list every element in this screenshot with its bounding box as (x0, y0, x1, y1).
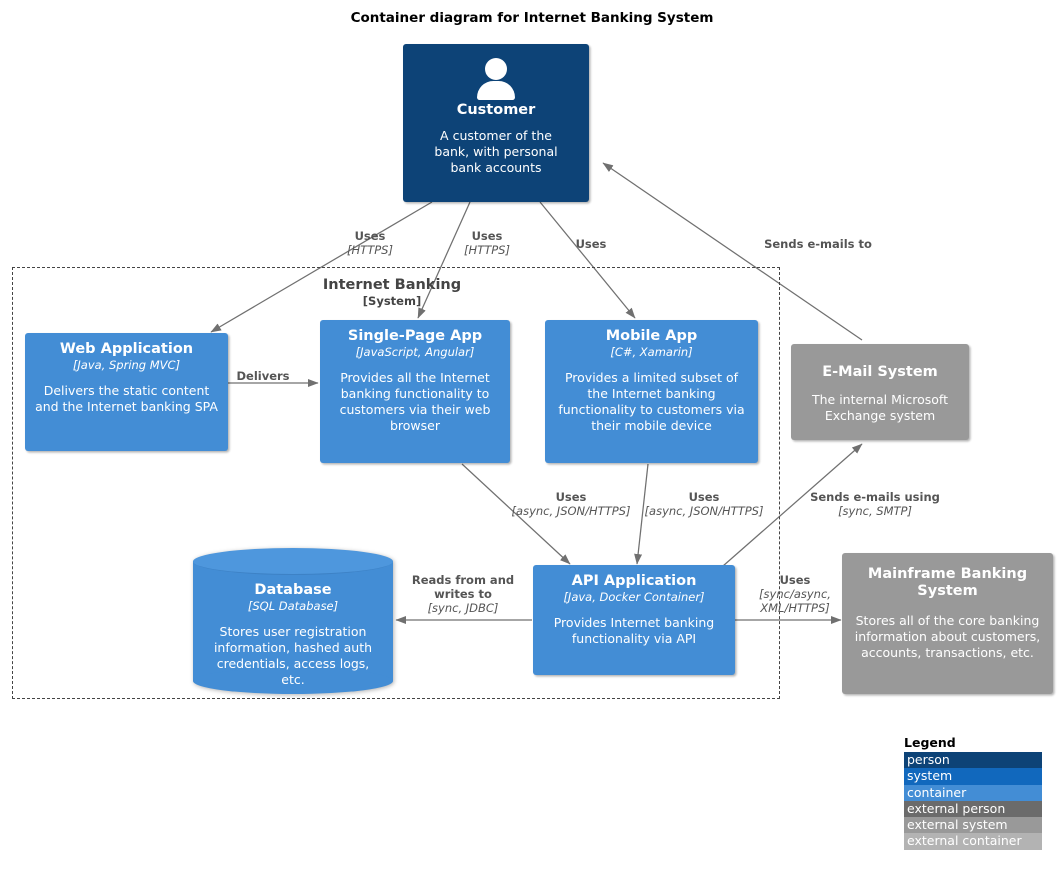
node-database[interactable]: Database [SQL Database] Stores user regi… (193, 548, 393, 694)
node-title: API Application (571, 573, 697, 589)
node-technology: [C#, Xamarin] (610, 344, 693, 359)
database-cylinder-top (193, 548, 393, 575)
node-description: Stores all of the core banking informati… (854, 613, 1041, 661)
edge-label-text: Uses (779, 573, 811, 587)
edge-label-technology: [async, JSON/HTTPS] (644, 503, 764, 518)
node-description: Stores user registration information, ha… (213, 624, 373, 688)
legend-row-container: container (904, 784, 1042, 801)
edge-label-api-application-to-email-system: Sends e-mails using [sync, SMTP] (805, 490, 945, 519)
edge-label-technology: [HTTPS] (464, 242, 510, 257)
boundary-label: Internet Banking [System] (292, 277, 492, 308)
node-description: Provides Internet banking functionality … (553, 615, 715, 647)
edge-label-customer-to-mobile-app: Uses (526, 237, 656, 252)
edge-label-email-system-to-customer: Sends e-mails to (753, 237, 883, 252)
legend-row-external-container: external container (904, 833, 1042, 850)
node-web-application[interactable]: Web Application [Java, Spring MVC] Deliv… (25, 333, 228, 451)
legend-row-external-system: external system (904, 817, 1042, 834)
node-technology: [Java, Spring MVC] (72, 357, 181, 372)
node-email-system[interactable]: E-Mail System The internal Microsoft Exc… (791, 344, 969, 440)
database-cylinder-body (193, 561, 393, 681)
legend-row-label: container (907, 784, 967, 800)
legend-row-label: system (907, 768, 953, 784)
boundary-name: Internet Banking (322, 277, 462, 293)
node-technology: [SQL Database] (247, 598, 339, 613)
node-api-application[interactable]: API Application [Java, Docker Container]… (533, 565, 735, 675)
edge-label-technology: [HTTPS] (347, 242, 393, 257)
node-technology: [Java, Docker Container] (563, 589, 705, 604)
database-cylinder-bottom (193, 668, 393, 694)
node-customer[interactable]: Customer A customer of the bank, with pe… (403, 44, 589, 202)
edge-label-text: Uses (555, 490, 587, 504)
node-title: Database (254, 582, 332, 598)
legend-row-label: external system (907, 817, 1008, 833)
node-title: Mobile App (605, 328, 698, 344)
node-single-page-app[interactable]: Single-Page App [JavaScript, Angular] Pr… (320, 320, 510, 463)
edge-label-text: Uses (471, 229, 503, 243)
edge-label-text: Sends e-mails to (764, 237, 872, 251)
legend-title: Legend (904, 735, 956, 750)
edge-label-technology: [sync, JDBC] (427, 600, 499, 615)
node-description: Provides all the Internet banking functi… (339, 370, 491, 434)
node-mobile-app[interactable]: Mobile App [C#, Xamarin] Provides a limi… (545, 320, 758, 463)
edge-label-technology-line1: [sync/async, (759, 586, 831, 601)
page-title: Container diagram for Internet Banking S… (350, 10, 714, 26)
legend-row-person: person (904, 752, 1042, 769)
legend: Legend person system container external … (904, 735, 1042, 850)
person-icon-body (477, 81, 515, 100)
node-description: Delivers the static content and the Inte… (35, 383, 218, 415)
edge-label-single-page-app-to-api-application: Uses [async, JSON/HTTPS] (503, 490, 639, 519)
node-title: E-Mail System (822, 364, 938, 380)
node-title: Web Application (59, 341, 194, 357)
node-technology: [JavaScript, Angular] (355, 344, 475, 359)
edge-label-text: Uses (688, 490, 720, 504)
edge-label-mobile-app-to-api-application: Uses [async, JSON/HTTPS] (636, 490, 772, 519)
boundary-internet-banking (12, 267, 780, 699)
edge-label-api-application-to-database: Reads from and writes to [sync, JDBC] (398, 573, 528, 615)
node-description: The internal Microsoft Exchange system (811, 391, 949, 423)
legend-row-label: external container (907, 833, 1022, 849)
database-content: Database [SQL Database] Stores user regi… (193, 574, 393, 688)
edge-label-web-application-to-single-page-app: Delivers (213, 369, 313, 384)
legend-row-label: person (907, 752, 950, 767)
node-title: Customer (456, 102, 536, 118)
edge-label-text: Uses (575, 237, 607, 251)
node-description: Provides a limited subset of the Interne… (558, 370, 745, 434)
legend-row-label: external person (907, 800, 1006, 816)
edge-label-text: Delivers (236, 369, 290, 383)
node-title: Single-Page App (347, 328, 483, 344)
edge-label-text: Sends e-mails using (810, 490, 940, 504)
edge-label-api-application-to-mainframe: Uses [sync/async, XML/HTTPS] (742, 573, 848, 615)
edge-label-customer-to-web-application: Uses [HTTPS] (305, 229, 435, 258)
node-description: A customer of the bank, with personal ba… (434, 127, 558, 175)
legend-row-external-person: external person (904, 800, 1042, 818)
boundary-type: [System] (362, 294, 422, 308)
edge-label-technology: [async, JSON/HTTPS] (511, 503, 631, 518)
edge-label-text: Uses (354, 229, 386, 243)
person-icon (473, 58, 519, 100)
edge-label-technology: [sync, SMTP] (838, 503, 912, 518)
legend-row-system: system (904, 768, 1042, 785)
node-mainframe-banking-system[interactable]: Mainframe Banking System Stores all of t… (842, 553, 1053, 694)
person-icon-head (485, 58, 507, 80)
edge-label-customer-to-single-page-app: Uses [HTTPS] (422, 229, 552, 258)
edge-label-technology-line2: XML/HTTPS] (760, 600, 830, 615)
node-title: Mainframe Banking System (867, 566, 1028, 599)
edge-label-text: Reads from and writes to (411, 573, 515, 601)
